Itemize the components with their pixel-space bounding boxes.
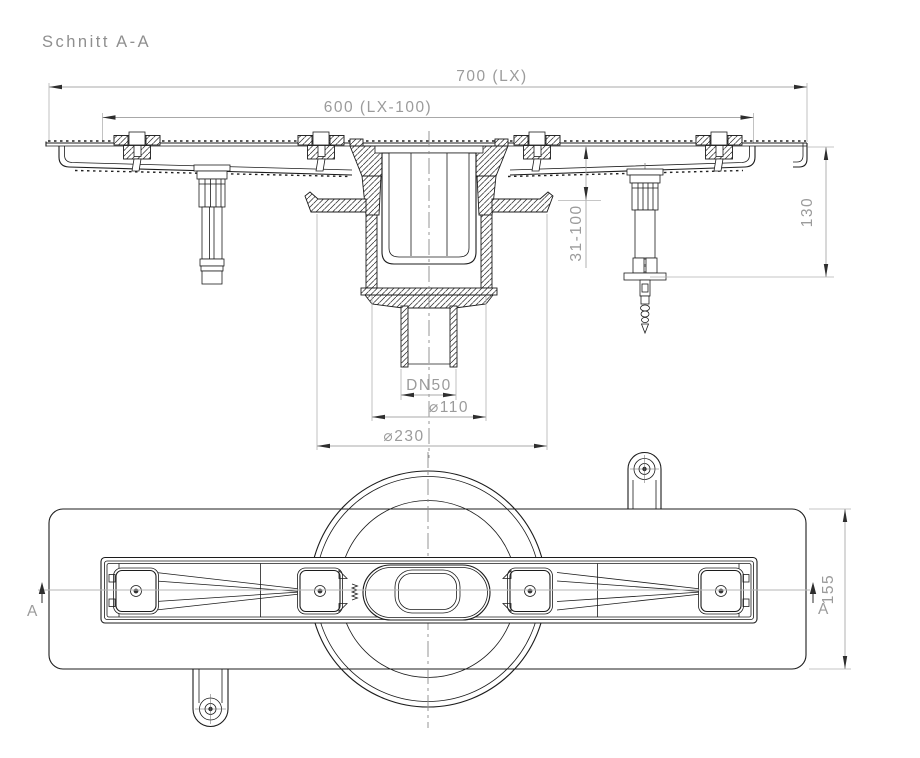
channel-profile [58, 146, 756, 178]
adjustable-foot-right [623, 163, 667, 335]
tension-braces-right [556, 572, 702, 611]
section-marker-a-left: A [27, 582, 46, 620]
grate-pad [698, 567, 750, 615]
grate-clamp [513, 131, 561, 172]
svg-text:A: A [818, 601, 830, 618]
grate-pad [297, 567, 348, 615]
dim-length-inner: 600 (LX-100) [102, 99, 754, 143]
grate-pad [108, 567, 159, 615]
grate-pad [502, 567, 553, 615]
section-title: Schnitt A-A [42, 33, 151, 51]
svg-text:130: 130 [799, 197, 816, 227]
svg-text:⌀230: ⌀230 [383, 428, 424, 445]
grate-clamp [695, 131, 743, 172]
dim-height-adjust: 31-100 [558, 146, 601, 268]
svg-text:600 (LX-100): 600 (LX-100) [324, 99, 432, 116]
svg-text:31-100: 31-100 [568, 204, 585, 261]
floor-plate [45, 140, 808, 168]
svg-text:155: 155 [820, 574, 837, 604]
section-marker-a-right: A [809, 582, 830, 618]
adjustable-foot-left [193, 164, 231, 285]
grate-clamp [113, 131, 161, 172]
dim-length-outer: 700 (LX) [48, 68, 808, 142]
section-line-a-a: A A [27, 582, 830, 620]
fixing-tab-top [627, 451, 662, 510]
dim-channel-width-155: 155 [809, 508, 851, 670]
spring-clip-mark [350, 583, 359, 601]
dim-diameter-110: ⌀110 [371, 296, 487, 421]
fixing-tab-bottom [192, 668, 229, 728]
grate-clamp [297, 131, 345, 172]
svg-text:A: A [27, 603, 39, 620]
svg-text:DN50: DN50 [406, 377, 452, 394]
dim-height-total: 130 [650, 146, 834, 278]
outlet-pipe [400, 305, 458, 368]
grate-opening [350, 564, 491, 621]
dim-diameter-230: ⌀230 [316, 214, 548, 450]
svg-text:700 (LX): 700 (LX) [456, 68, 527, 85]
svg-text:⌀110: ⌀110 [429, 399, 469, 416]
dim-outlet-dn50: DN50 [400, 369, 457, 400]
section-view: 700 (LX) 600 (LX-100) [45, 68, 834, 458]
plan-view: A A 155 [27, 451, 851, 728]
